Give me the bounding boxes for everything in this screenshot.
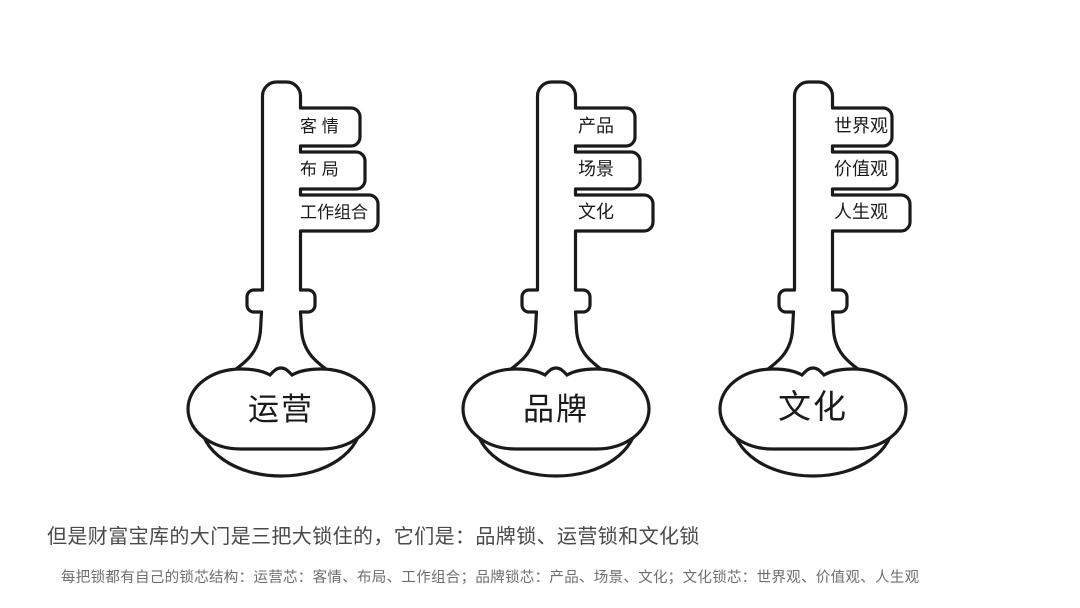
- key-shape-operations: [186, 80, 380, 478]
- key-tooth-label-operations-1: 客 情: [300, 117, 339, 136]
- key-tooth-label-culture-2: 价值观: [834, 159, 888, 179]
- key-head-inner-ring-operations: [186, 366, 376, 451]
- key-tooth-label-brand-1: 产品: [578, 116, 614, 136]
- caption-secondary: 每把锁都有自己的锁芯结构：运营芯：客情、布局、工作组合；品牌锁芯：产品、场景、文…: [61, 570, 920, 586]
- key-shape-brand: [461, 80, 655, 478]
- key-tooth-label-brand-3: 文化: [578, 202, 614, 222]
- key-tooth-label-operations-2: 布 局: [300, 160, 339, 179]
- key-tooth-label-culture-3: 人生观: [834, 202, 888, 222]
- key-head-inner-ring-brand: [461, 366, 651, 451]
- key-shape-culture: [718, 80, 912, 478]
- key-head-label-culture: 文化: [778, 390, 848, 426]
- key-head-label-brand: 品牌: [523, 392, 589, 427]
- key-head-label-operations: 运营: [248, 392, 314, 427]
- key-tooth-label-culture-1: 世界观: [834, 116, 888, 136]
- key-tooth-label-operations-3: 工作组合: [300, 203, 368, 222]
- caption-primary: 但是财富宝库的大门是三把大锁住的，它们是：品牌锁、运营锁和文化锁: [47, 526, 700, 548]
- key-tooth-label-brand-2: 场景: [578, 159, 614, 179]
- key-head-inner-ring-culture: [718, 366, 908, 451]
